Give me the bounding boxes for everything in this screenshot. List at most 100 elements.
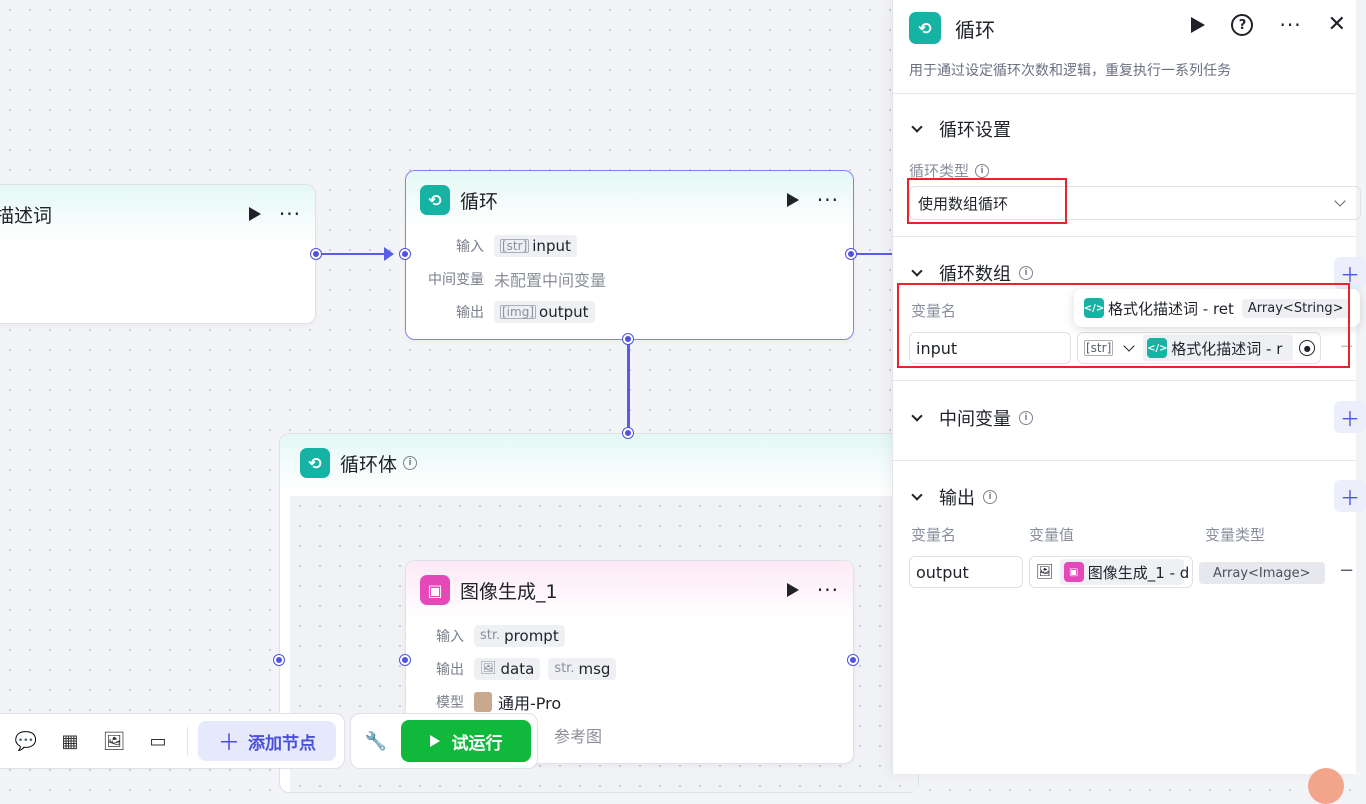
divider xyxy=(893,460,1356,461)
col-value-label: 变量值 xyxy=(1029,526,1075,544)
add-mid-var-button[interactable]: ＋ xyxy=(1334,401,1366,433)
edge-loop-out xyxy=(854,253,894,255)
edge-loop-to-body xyxy=(627,340,630,432)
remove-row-icon[interactable]: − xyxy=(1339,336,1355,357)
chevron-down-icon xyxy=(911,489,923,501)
image-gen-icon: ▣ xyxy=(1063,562,1084,582)
var-name-label: 变量名 xyxy=(911,302,957,320)
loop-icon: ⟲ xyxy=(909,12,941,44)
divider xyxy=(893,380,1356,381)
panel-title: 循环 xyxy=(955,17,995,42)
plus-icon: ＋ xyxy=(218,731,241,756)
col-name-label: 变量名 xyxy=(911,526,957,544)
node-title: 循环 xyxy=(460,190,499,213)
help-icon[interactable]: ? xyxy=(1231,14,1254,36)
close-icon[interactable]: ✕ xyxy=(1327,12,1346,37)
output-tag: [img]output xyxy=(494,300,595,323)
play-icon[interactable] xyxy=(786,583,799,597)
canvas-toolbar: 💬 ▦ 🖼 ▭ ＋ 添加节点 xyxy=(0,713,346,769)
code-icon: </> xyxy=(1147,338,1167,358)
more-icon[interactable]: ··· xyxy=(1279,13,1302,37)
chevron-down-icon xyxy=(911,121,923,133)
avatar[interactable] xyxy=(1308,768,1344,804)
edge-arrow xyxy=(384,247,394,261)
section-loop-settings[interactable]: 循环设置 xyxy=(911,116,1011,142)
output-port[interactable] xyxy=(848,655,858,665)
node-config-panel: ⟲ 循环 ? ··· ✕ 用于通过设定循环次数和逻辑，重复执行一系列任务 循环设… xyxy=(892,0,1366,774)
variable-picker-icon[interactable]: ● xyxy=(1299,340,1316,356)
loop-icon: ⟲ xyxy=(420,185,450,215)
image-icon[interactable]: 🖼 xyxy=(102,730,126,752)
output-type-chip: Array<Image> xyxy=(1199,562,1325,584)
chevron-down-icon xyxy=(1334,195,1346,207)
add-output-button[interactable]: ＋ xyxy=(1334,480,1366,512)
body-left-port[interactable] xyxy=(274,655,284,665)
output-port[interactable] xyxy=(311,249,321,259)
loop-array-var-input[interactable]: input xyxy=(909,332,1071,364)
divider xyxy=(893,236,1356,237)
output-msg-tag: str.msg xyxy=(548,657,617,680)
more-icon[interactable]: ··· xyxy=(278,202,301,226)
info-icon[interactable]: i xyxy=(1019,411,1033,425)
node-title: 图像生成_1 xyxy=(460,580,558,603)
code-icon: </> xyxy=(1084,298,1104,318)
node-model-row: 模型 通用-Pro xyxy=(436,691,562,713)
minimap-icon[interactable]: ▭ xyxy=(149,730,167,752)
wrench-icon[interactable]: 🔧 xyxy=(364,730,388,752)
image-icon: 🖼 xyxy=(480,661,497,676)
node-ref-row: 参考图 xyxy=(554,726,603,746)
node-output-row: 输出 [img]output xyxy=(422,295,837,328)
node-mid-row: 中间变量 未配置中间变量 xyxy=(428,270,607,290)
layout-grid-icon[interactable]: ▦ xyxy=(61,730,79,752)
image-icon: 🖼 xyxy=(1036,564,1054,580)
output-port[interactable] xyxy=(846,249,856,259)
input-port[interactable] xyxy=(400,249,410,259)
model-avatar xyxy=(474,691,492,712)
info-icon[interactable]: i xyxy=(403,456,418,470)
section-mid-vars[interactable]: 中间变量 i xyxy=(911,405,1033,431)
ref-chip: ▣ 图像生成_1 - d xyxy=(1059,559,1189,585)
loop-node[interactable]: ⟲ 循环 ··· 输入 [str]input 中间变量 未配置中间变量 输出 [… xyxy=(405,170,854,340)
more-icon[interactable]: ··· xyxy=(816,578,839,602)
highlight-box xyxy=(907,178,1067,224)
add-node-button[interactable]: ＋ 添加节点 xyxy=(198,721,337,761)
node-input-row: 输入 [str]input xyxy=(422,229,837,262)
info-icon[interactable]: i xyxy=(1019,266,1033,280)
body-top-port[interactable] xyxy=(623,428,633,438)
section-loop-array[interactable]: 循环数组 i xyxy=(911,260,1033,286)
more-icon[interactable]: ··· xyxy=(816,188,839,212)
play-icon[interactable] xyxy=(1191,17,1206,33)
run-toolbar: 🔧 试运行 xyxy=(350,713,538,769)
loop-array-ref-select[interactable]: [str] </> 格式化描述词 - r ● xyxy=(1077,332,1321,364)
node-output-row: 输出 🖼data str.msg xyxy=(420,652,839,685)
section-output[interactable]: 输出 i xyxy=(911,484,997,510)
play-icon[interactable] xyxy=(248,207,261,221)
output-var-input[interactable]: output xyxy=(909,556,1023,588)
remove-row-icon[interactable]: − xyxy=(1339,560,1355,581)
ref-tooltip: </> 格式化描述词 - ret Array<String> xyxy=(1074,289,1360,327)
panel-description: 用于通过设定循环次数和逻辑，重复执行一系列任务 xyxy=(909,63,1231,79)
format-prompt-node[interactable]: 描述词 ··· xyxy=(0,184,316,324)
loop-icon: ⟲ xyxy=(300,448,330,478)
play-icon[interactable] xyxy=(786,193,799,207)
loop-type-select[interactable]: 使用数组循环 xyxy=(909,186,1361,220)
node-title: 描述词 xyxy=(0,204,53,227)
input-port[interactable] xyxy=(400,655,410,665)
edge-left-to-loop xyxy=(318,253,386,255)
highlight-box xyxy=(897,283,1350,368)
image-gen-icon: ▣ xyxy=(420,575,450,605)
node-input-row: 输入 str.prompt xyxy=(420,619,839,652)
comment-icon[interactable]: 💬 xyxy=(14,730,38,752)
test-run-button[interactable]: 试运行 xyxy=(401,720,531,762)
info-icon[interactable]: i xyxy=(975,163,990,178)
input-tag: str.prompt xyxy=(474,624,565,647)
body-port[interactable] xyxy=(623,334,633,344)
output-ref-select[interactable]: 🖼 ▣ 图像生成_1 - d xyxy=(1029,556,1193,588)
ref-chip: </> 格式化描述词 - r xyxy=(1143,335,1294,361)
chevron-down-icon xyxy=(911,265,923,277)
col-type-label: 变量类型 xyxy=(1205,526,1266,544)
info-icon[interactable]: i xyxy=(983,490,997,504)
type-icon: [str] xyxy=(1084,340,1114,356)
loop-body-title: 循环体 xyxy=(340,453,398,476)
loop-type-label: 循环类型 i xyxy=(909,160,990,181)
